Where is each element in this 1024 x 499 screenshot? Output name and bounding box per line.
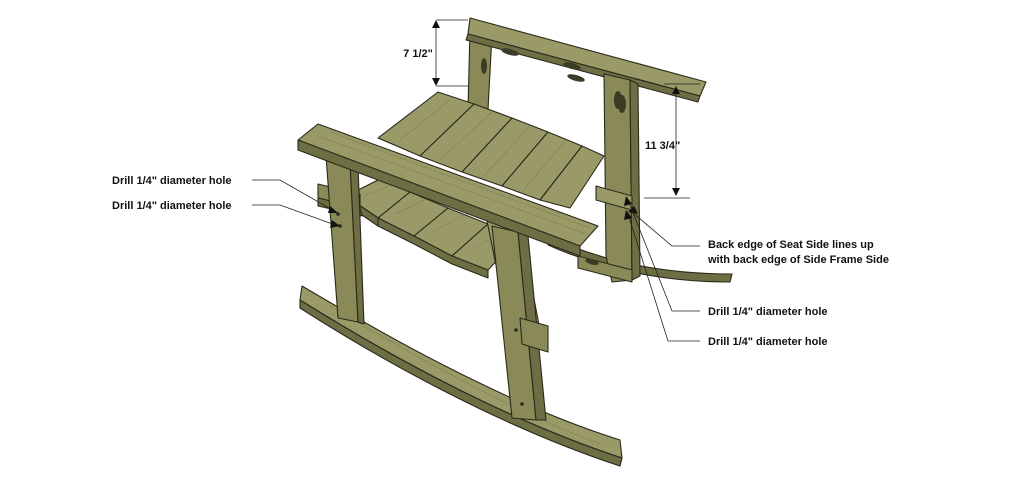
callout-drill-hole-right-1: Drill 1/4" diameter hole (708, 306, 828, 318)
seat-back-slats (377, 91, 605, 209)
left-side-frame (485, 215, 549, 421)
dimension-back-height: 7 1/2" (403, 19, 468, 87)
right-callouts: Back edge of Seat Side lines up with bac… (624, 196, 889, 348)
slot-hole (481, 58, 487, 74)
seat-slats (345, 177, 521, 279)
left-front-leg (325, 155, 365, 325)
slot-hole (563, 62, 581, 70)
dimension-side-height: 11 3/4" (644, 83, 700, 199)
slot-hole (501, 48, 519, 56)
callout-drill-hole-left-2: Drill 1/4" diameter hole (112, 200, 232, 212)
callout-back-edge-line1: Back edge of Seat Side lines up (708, 239, 874, 251)
dimension-label-side: 11 3/4" (645, 140, 680, 152)
left-callouts: Drill 1/4" diameter hole Drill 1/4" diam… (112, 175, 340, 228)
callout-drill-hole-right-2: Drill 1/4" diameter hole (708, 336, 828, 348)
drill-hole (520, 402, 524, 406)
back-frame (465, 17, 707, 283)
dimension-label-back: 7 1/2" (403, 48, 433, 60)
drill-hole (514, 328, 518, 332)
slot-hole (585, 258, 599, 266)
slot-hole (618, 95, 626, 113)
callout-drill-hole-left-1: Drill 1/4" diameter hole (112, 175, 232, 187)
callout-back-edge-line2: with back edge of Side Frame Side (707, 254, 889, 266)
slot-hole (567, 74, 585, 82)
left-arm-rest (297, 123, 599, 257)
drill-hole (336, 212, 340, 216)
